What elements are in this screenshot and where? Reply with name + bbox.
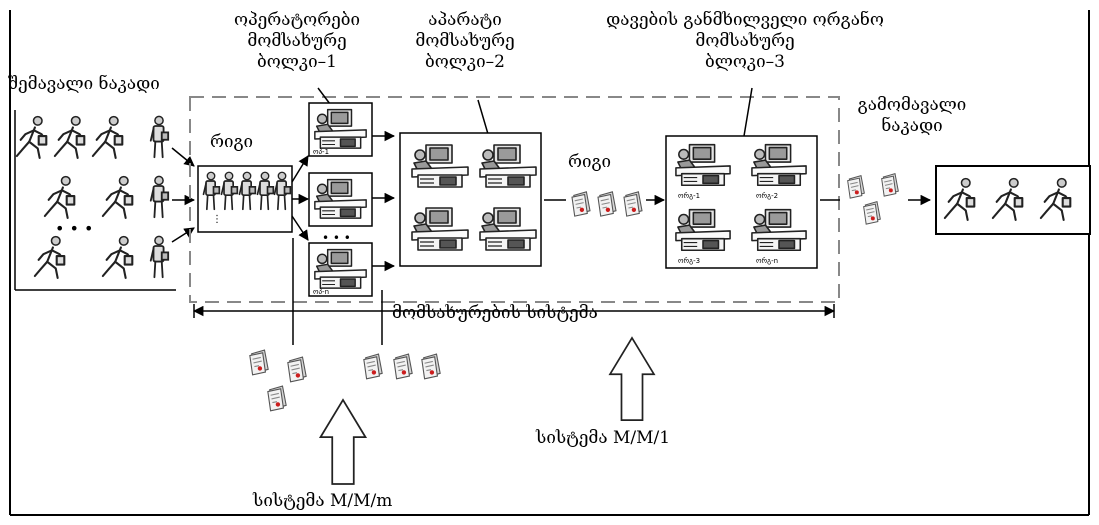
svg-text:⋮: ⋮ — [212, 214, 222, 225]
runner-icon — [945, 179, 974, 220]
document-icon — [848, 176, 865, 199]
operator-icon — [315, 180, 366, 219]
runner-icon — [993, 179, 1022, 220]
runner-icon — [55, 117, 84, 158]
queue-1-box: ⋮ — [198, 166, 292, 232]
block-2-label-line-1: აპარატი — [400, 10, 530, 31]
block-3-box: ორგ-1 ორგ-2 ორგ-3 ორგ-n — [666, 88, 817, 268]
standing-person-icon — [275, 172, 291, 209]
output-flow — [820, 166, 1090, 234]
standing-person-icon — [258, 172, 274, 209]
document-icon — [572, 192, 590, 216]
document-icon — [422, 354, 440, 379]
operator-icon — [412, 208, 468, 250]
standing-person-icon — [222, 172, 238, 209]
server-tag: ოპ-n — [313, 288, 329, 296]
operator-icon — [315, 250, 366, 288]
block-3-label-line-3: ბლოკი–3 — [585, 52, 905, 73]
standing-person-icon — [151, 116, 168, 157]
queue-1-label: რიგი — [210, 132, 253, 153]
outgoing-flow-label-line-1: გამომავალი — [842, 95, 982, 116]
block-3-label-line-2: მომსახურე — [585, 31, 905, 52]
block-2-label-line-2: მომსახურე — [400, 31, 530, 52]
standing-person-icon — [240, 172, 256, 209]
document-icon — [268, 386, 286, 411]
service-system-label: მომსახურების სისტემა — [392, 303, 598, 324]
standing-person-icon — [151, 236, 168, 277]
operator-icon — [676, 210, 730, 251]
operator-icon — [676, 145, 730, 186]
operator-icon — [752, 210, 806, 251]
block-2-label-line-3: ბოლკი–2 — [400, 52, 530, 73]
standing-person-icon — [204, 172, 220, 209]
operators-to-block2-arrows — [372, 136, 394, 266]
incoming-flow-label: შემავალი ნაკადი — [8, 74, 160, 95]
document-icon — [250, 350, 268, 375]
system-mmm-label: სისტემა M/M/m — [253, 491, 392, 512]
standing-person-icon — [151, 176, 168, 217]
runner-icon — [35, 237, 64, 278]
document-icon — [882, 174, 899, 197]
document-icon — [624, 192, 642, 216]
document-icon — [864, 202, 881, 225]
server-tag: ორგ-n — [756, 256, 778, 265]
block-3-label-line-1: დავების განმხილველი ორგანო — [585, 10, 905, 31]
outgoing-flow-label-line-2: ნაკადი — [842, 116, 982, 137]
runner-icon — [45, 177, 74, 218]
block-2-box — [400, 100, 541, 266]
svg-text:• • •: • • • — [322, 231, 351, 245]
runner-icon — [93, 117, 122, 158]
queue-2 — [544, 192, 664, 216]
document-icon — [394, 354, 412, 379]
runner-icon — [103, 177, 132, 218]
block-2-label: აპარატი მომსახურე ბოლკი–2 — [400, 10, 530, 73]
operator-icon — [412, 145, 468, 187]
runner-icon — [103, 237, 132, 278]
server-tag: ორგ-2 — [756, 191, 778, 200]
mm1-up-arrow-icon — [610, 338, 654, 420]
queue-2-label: რიგი — [568, 152, 611, 173]
outgoing-flow-label: გამომავალი ნაკადი — [842, 95, 982, 137]
block-1-label: ოპერატორები მომსახურე ბოლკი–1 — [212, 10, 382, 73]
operator-icon — [752, 145, 806, 186]
block-1-label-line-1: ოპერატორები — [212, 10, 382, 31]
svg-text:• • •: • • • — [55, 219, 93, 238]
block-3-label: დავების განმხილველი ორგანო მომსახურე ბლო… — [585, 10, 905, 73]
block-1-label-line-2: მომსახურე — [212, 31, 382, 52]
document-icon — [364, 354, 382, 379]
server-tag: ოპ-1 — [313, 148, 329, 156]
mmm-up-arrow-icon — [321, 400, 366, 484]
document-icon — [288, 357, 306, 382]
operator-icon — [480, 208, 536, 250]
runner-icon — [1041, 179, 1070, 220]
system-mm1-label: სისტემა M/M/1 — [536, 428, 670, 449]
input-connectors — [293, 238, 382, 345]
service-system-boundary — [190, 97, 839, 302]
server-tag: ორგ-1 — [678, 191, 700, 200]
operator-icon — [315, 110, 366, 149]
runner-icon — [17, 117, 46, 158]
operator-icon — [480, 145, 536, 187]
bottom-documents — [250, 350, 440, 411]
queue-to-operators-arrows — [292, 156, 308, 240]
server-tag: ორგ-3 — [678, 256, 700, 265]
block-1-operators: ოპ-1 • • • ოპ-n — [309, 88, 372, 296]
crowd-to-queue-arrows — [172, 148, 194, 242]
block-1-label-line-3: ბოლკი–1 — [212, 52, 382, 73]
incoming-crowd: • • • — [15, 110, 176, 290]
document-icon — [598, 192, 616, 216]
